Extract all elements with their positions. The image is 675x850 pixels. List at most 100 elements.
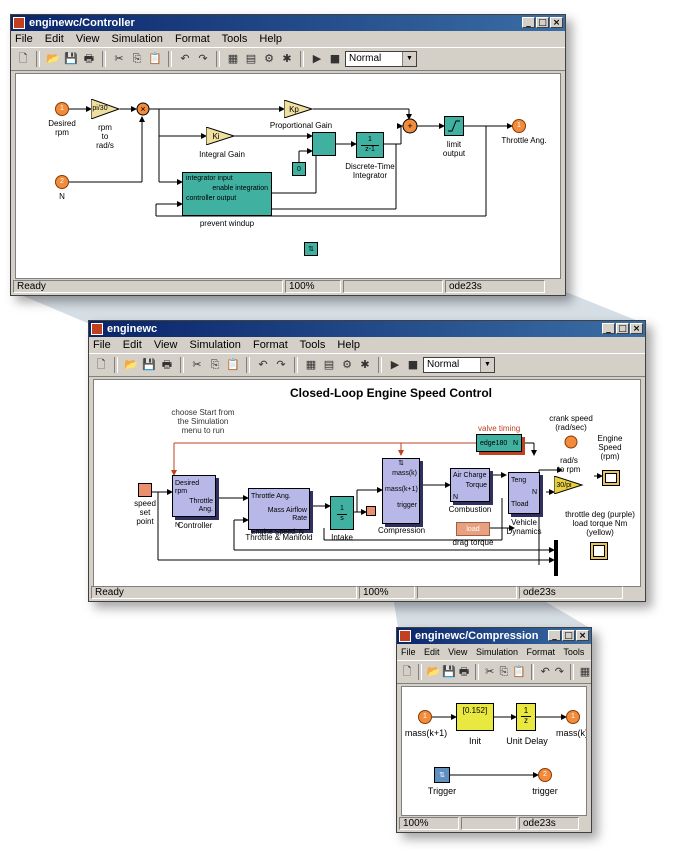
close-button[interactable]: × [550, 17, 563, 28]
paste-icon[interactable]: 📋 [226, 358, 240, 371]
cut-icon[interactable]: ✂ [485, 665, 495, 678]
unit-delay-block[interactable]: 1 z [516, 703, 536, 731]
compression-canvas[interactable]: 1 mass(k+1) [0.152] Init 1 z Unit Delay … [401, 686, 587, 816]
save-icon[interactable]: 💾 [64, 52, 78, 65]
throttle-manifold-subsystem[interactable]: Throttle Ang. Mass Airflow Rate Engine S… [248, 488, 310, 536]
compression-subsystem[interactable]: ⇅ mass(k) mass(k+1) trigger [382, 458, 420, 524]
menu-simulation[interactable]: Simulation [189, 339, 241, 351]
throttle-ang-outport[interactable]: 1 [512, 119, 526, 133]
redo-icon[interactable]: ↷ [198, 52, 208, 65]
simulation-mode-select[interactable]: Normal [345, 51, 417, 67]
intake-integrator[interactable]: 1 s [330, 496, 354, 530]
menu-tools[interactable]: Tools [563, 647, 585, 657]
enginewc-titlebar[interactable]: enginewc _ □ × [89, 321, 645, 337]
menu-simulation[interactable]: Simulation [111, 33, 163, 45]
menu-format[interactable]: Format [174, 33, 210, 45]
undo-icon[interactable]: ↶ [258, 358, 268, 371]
menu-edit[interactable]: Edit [44, 33, 64, 45]
sum-block-1[interactable]: × [136, 102, 150, 116]
speed-set-point-block[interactable] [138, 483, 152, 497]
menu-help[interactable]: Help [259, 33, 283, 45]
new-icon[interactable]: 🗋 [18, 52, 28, 65]
print-icon[interactable]: 🖶 [161, 358, 173, 371]
library-browser-icon[interactable]: ▦ [579, 665, 591, 678]
compression-titlebar[interactable]: enginewc/Compression _ □ × [397, 628, 591, 644]
menu-help[interactable]: Help [337, 339, 361, 351]
redo-icon[interactable]: ↷ [276, 358, 286, 371]
pi30-gain-block[interactable] [91, 99, 121, 119]
kp-gain-block[interactable] [284, 100, 314, 118]
menu-format[interactable]: Format [252, 339, 288, 351]
menu-view[interactable]: View [153, 339, 178, 351]
desired-rpm-inport[interactable]: 1 [55, 102, 69, 116]
start-simulation-icon[interactable]: ▶ [312, 52, 322, 65]
menu-edit[interactable]: Edit [424, 647, 440, 657]
edge180-block[interactable]: edge180 N [476, 434, 522, 452]
trigger-icon[interactable]: ⇅ [304, 242, 318, 256]
enginewc-canvas[interactable]: Closed-Loop Engine Speed Control choose … [93, 379, 641, 587]
ki-gain-block[interactable] [206, 127, 236, 145]
paste-icon[interactable]: 📋 [511, 665, 526, 678]
menu-view[interactable]: View [75, 33, 100, 45]
start-simulation-icon[interactable]: ▶ [390, 358, 400, 371]
copy-icon[interactable]: ⎘ [132, 52, 142, 65]
save-icon[interactable]: 💾 [142, 358, 156, 371]
open-icon[interactable]: 📂 [124, 358, 138, 371]
cut-icon[interactable]: ✂ [192, 358, 202, 371]
menu-view[interactable]: View [448, 647, 468, 657]
undo-icon[interactable]: ↶ [180, 52, 190, 65]
engine-speed-scope[interactable] [602, 470, 620, 486]
controller-canvas[interactable]: 1 Desired rpm 2 N pi/30 rpm to rad/s × K… [15, 73, 561, 279]
explorer-icon[interactable]: ✱ [360, 358, 370, 371]
vehicle-dynamics-subsystem[interactable]: Teng N Tload [508, 472, 540, 514]
simulation-mode-select[interactable]: Normal [423, 357, 495, 373]
sum-block-2[interactable]: + [402, 118, 418, 134]
open-icon[interactable]: 📂 [426, 665, 441, 678]
stop-simulation-icon[interactable]: ■ [329, 52, 341, 65]
menu-file[interactable]: File [15, 33, 33, 45]
model-browser-icon[interactable]: ▤ [323, 358, 335, 371]
minimize-button[interactable]: _ [548, 630, 561, 641]
menu-tools[interactable]: Tools [221, 33, 248, 45]
prevent-windup-subsystem[interactable]: integrator input enable integration cont… [182, 172, 272, 216]
menu-file[interactable]: File [401, 647, 416, 657]
debug-icon[interactable]: ⚙ [342, 358, 352, 371]
controller-titlebar[interactable]: enginewc/Controller _ □ × [11, 15, 565, 31]
library-browser-icon[interactable]: ▦ [305, 358, 317, 371]
maximize-button[interactable]: □ [562, 630, 575, 641]
throttle-load-scope[interactable] [590, 542, 608, 560]
trigger-outport[interactable]: 2 [538, 768, 552, 782]
controller-subsystem[interactable]: Desired rpm Throttle Ang. N [172, 475, 216, 529]
stop-simulation-icon[interactable]: ■ [407, 358, 419, 371]
maximize-button[interactable]: □ [536, 17, 549, 28]
menu-simulation[interactable]: Simulation [475, 647, 518, 657]
menu-edit[interactable]: Edit [122, 339, 142, 351]
undo-icon[interactable]: ↶ [540, 665, 550, 678]
menu-tools[interactable]: Tools [299, 339, 326, 351]
combustion-subsystem[interactable]: Air Charge Torque N [450, 468, 490, 502]
open-icon[interactable]: 📂 [46, 52, 60, 65]
init-ic-block[interactable]: [0.152] [456, 703, 494, 731]
minimize-button[interactable]: _ [522, 17, 535, 28]
discrete-integrator-block[interactable]: 1 z-1 [356, 132, 384, 158]
library-browser-icon[interactable]: ▦ [227, 52, 239, 65]
switch-block[interactable] [312, 132, 336, 156]
menu-format[interactable]: Format [526, 647, 555, 657]
30pi-gain-block[interactable] [554, 476, 584, 494]
cut-icon[interactable]: ✂ [114, 52, 124, 65]
close-button[interactable]: × [630, 323, 643, 334]
save-icon[interactable]: 💾 [442, 665, 457, 678]
explorer-icon[interactable]: ✱ [282, 52, 292, 65]
model-browser-icon[interactable]: ▤ [245, 52, 257, 65]
load-block[interactable]: load [456, 522, 490, 536]
maximize-button[interactable]: □ [616, 323, 629, 334]
new-icon[interactable]: 🗋 [402, 665, 412, 678]
mux-block[interactable] [554, 540, 558, 576]
print-icon[interactable]: 🖶 [458, 665, 470, 678]
trigger-block[interactable]: ⇅ [434, 767, 450, 783]
copy-icon[interactable]: ⎘ [499, 665, 509, 678]
crank-speed-outport[interactable] [564, 435, 578, 449]
print-icon[interactable]: 🖶 [83, 52, 95, 65]
minimize-button[interactable]: _ [602, 323, 615, 334]
close-button[interactable]: × [576, 630, 589, 641]
